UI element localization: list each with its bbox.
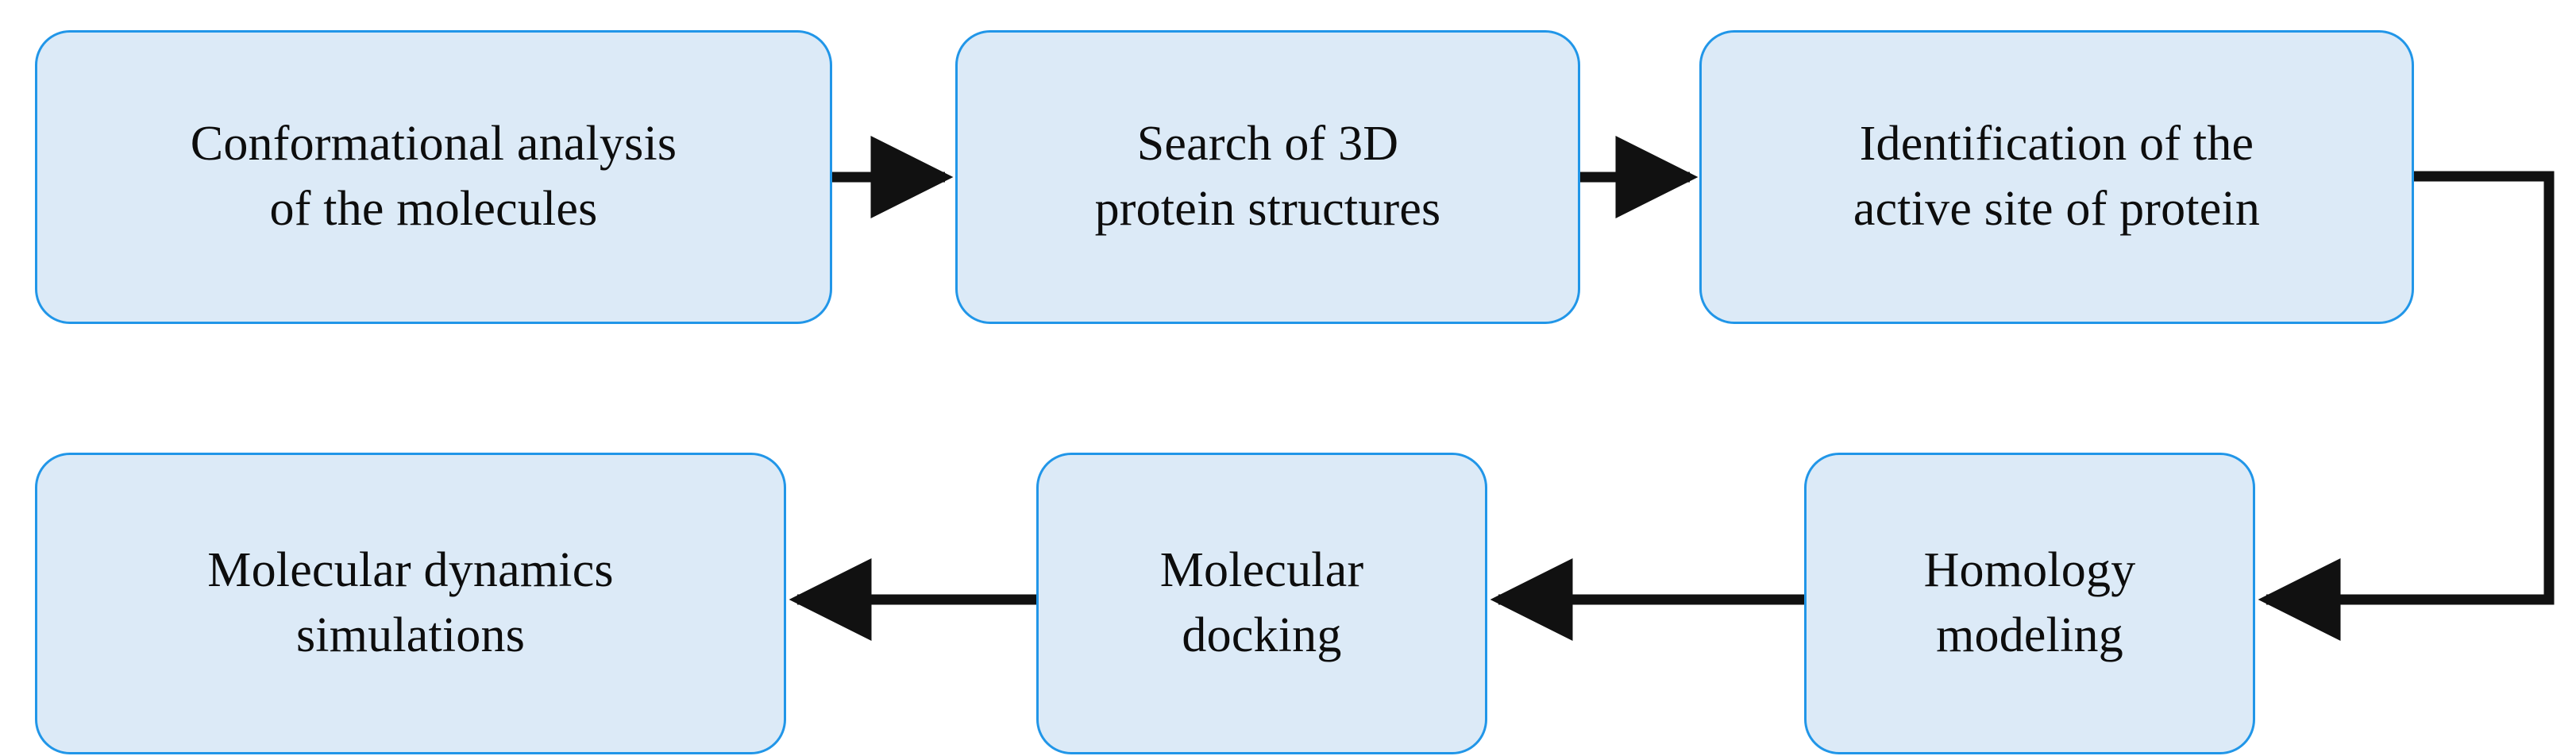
node-label-molecular-docking: Molecular docking: [1159, 543, 1364, 662]
node-homology-modeling[interactable]: Homology modeling: [1804, 453, 2255, 754]
node-search-3d-structures[interactable]: Search of 3D protein structures: [955, 30, 1580, 324]
node-label-active-site-identification: Identification of the active site of pro…: [1853, 117, 2261, 236]
node-molecular-docking[interactable]: Molecular docking: [1036, 453, 1487, 754]
node-label-molecular-dynamics: Molecular dynamics simulations: [207, 543, 614, 662]
node-molecular-dynamics[interactable]: Molecular dynamics simulations: [35, 453, 786, 754]
node-label-homology-modeling: Homology modeling: [1923, 543, 2136, 662]
node-conformational-analysis[interactable]: Conformational analysis of the molecules: [35, 30, 832, 324]
node-label-search-3d-structures: Search of 3D protein structures: [1094, 117, 1441, 236]
node-label-conformational-analysis: Conformational analysis of the molecules: [190, 117, 677, 236]
node-active-site-identification[interactable]: Identification of the active site of pro…: [1699, 30, 2414, 324]
